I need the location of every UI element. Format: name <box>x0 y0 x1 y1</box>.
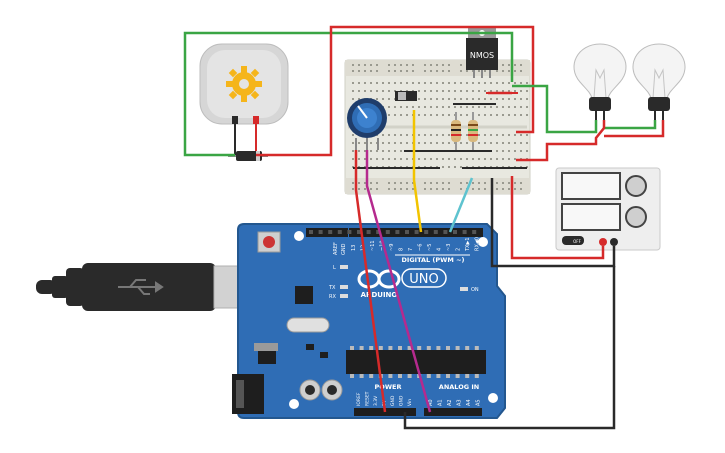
analog-label: ANALOG IN <box>439 383 479 391</box>
nmos-label: NMOS <box>470 51 494 60</box>
on-label: ON <box>471 287 479 293</box>
digital-pin-label: 7 <box>408 248 414 251</box>
power-switch-label: OFF <box>573 239 581 244</box>
digital-pin-label: TX▶1 <box>465 237 471 252</box>
digital-pin-label: RX◀0 <box>475 237 481 251</box>
light-bulb-2[interactable] <box>632 43 686 120</box>
voltage-knob[interactable] <box>625 175 647 197</box>
power-pin-label: GND <box>399 395 405 406</box>
power-pin-label: RESET <box>365 391 371 406</box>
potentiometer[interactable] <box>347 98 387 150</box>
digital-pin-label: ~3 <box>446 244 452 251</box>
current-knob[interactable] <box>625 206 647 228</box>
digital-pin-label: ~6 <box>418 244 424 251</box>
digital-pin-label: 2 <box>456 248 462 251</box>
usb-cable[interactable] <box>36 263 261 311</box>
resistor-2[interactable] <box>468 112 478 150</box>
power-supply[interactable]: OFF <box>555 167 661 251</box>
usb-icon <box>118 279 164 295</box>
digital-pin-label: 13 <box>351 245 357 251</box>
slide-switch[interactable] <box>395 91 417 101</box>
uno-label: UNO <box>409 272 438 287</box>
analog-pin-label: A4 <box>466 399 472 406</box>
power-pin-label: Vin <box>407 399 413 406</box>
light-bulb-1[interactable] <box>573 43 627 120</box>
led-tx-label: TX <box>328 285 336 291</box>
wire-green-bulb-2 <box>604 120 657 130</box>
wire-red-motor <box>256 25 535 157</box>
analog-pin-label: A1 <box>438 399 444 406</box>
power-label: POWER <box>375 383 402 391</box>
wire-green-motor <box>183 31 514 157</box>
wire-red-bulb <box>516 120 606 162</box>
power-pin-label: IOREF <box>356 392 362 406</box>
wire-black-supply <box>490 178 616 268</box>
analog-pin-label: A0 <box>428 399 434 406</box>
power-pin-label: GND <box>390 395 396 406</box>
digital-pin-label: ~5 <box>427 244 433 251</box>
dc-motor[interactable] <box>199 43 289 125</box>
wire-red-bulb-2 <box>604 120 665 138</box>
led-rx-label: RX <box>329 294 336 300</box>
arduino-brand: ARDUINO <box>361 291 398 299</box>
analog-pin-label: A2 <box>447 399 453 406</box>
terminal-positive[interactable] <box>599 238 607 246</box>
wire-cyan <box>448 177 474 233</box>
aref-label: AREF <box>333 242 339 255</box>
digital-pin-label: ~11 <box>370 240 376 251</box>
terminal-negative[interactable] <box>610 238 618 246</box>
power-switch[interactable]: OFF <box>562 236 584 245</box>
wire-yellow <box>412 110 423 233</box>
wire-black-gnd <box>403 266 616 430</box>
gear-icon <box>226 66 262 102</box>
reset-button[interactable] <box>257 231 281 253</box>
wire-green-bulb <box>512 84 598 134</box>
gnd-label: GND <box>341 243 347 255</box>
digital-pin-label: 4 <box>437 248 443 251</box>
power-pin-label: 3.3V <box>373 395 379 406</box>
resistor-1[interactable] <box>451 112 461 150</box>
led-l-label: L <box>333 265 336 271</box>
analog-pin-label: A5 <box>476 399 482 406</box>
digital-header[interactable] <box>306 228 483 237</box>
analog-pin-label: A3 <box>457 399 463 406</box>
digital-label: DIGITAL (PWM ~) <box>402 256 465 264</box>
wire-magenta <box>365 150 432 413</box>
digital-pin-label: ~9 <box>389 244 395 251</box>
digital-pin-label: 8 <box>399 248 405 251</box>
wire-red-supply <box>510 176 605 260</box>
wire-red-5v <box>354 150 387 413</box>
